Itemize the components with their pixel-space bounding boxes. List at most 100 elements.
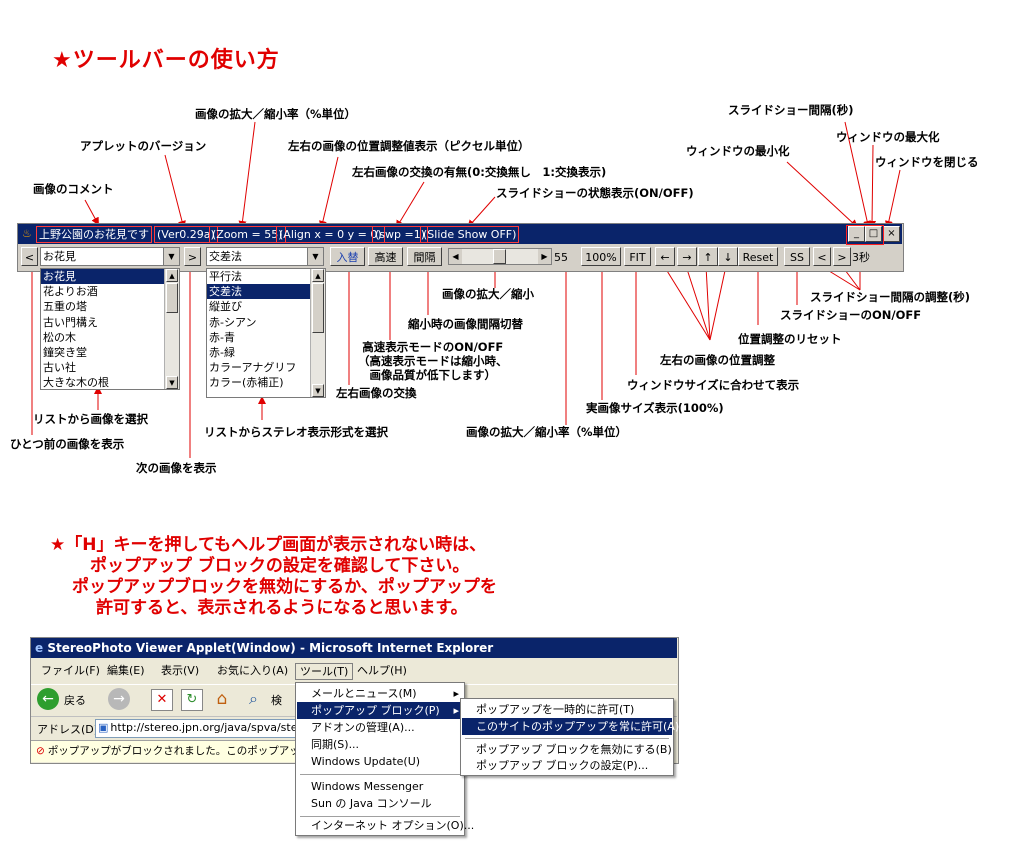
zoom-slider[interactable]: ◀ ▶: [448, 248, 552, 265]
list-item[interactable]: 古い門構え: [43, 315, 98, 329]
java-icon: ♨: [22, 227, 32, 240]
annotation-fit-window: ウィンドウサイズに合わせて表示: [627, 378, 800, 392]
menu-item-java-console[interactable]: Sun の Java コンソール: [311, 797, 432, 810]
submenu-item-disable-block[interactable]: ポップアップ ブロックを無効にする(B): [476, 743, 672, 756]
annotation-version: アプレットのバージョン: [80, 139, 207, 153]
menu-item-sync[interactable]: 同期(S)...: [311, 738, 360, 751]
list-item[interactable]: 縦並び: [209, 300, 242, 314]
list-item[interactable]: 大きな木の根: [43, 376, 109, 390]
ie-title: StereoPhoto Viewer Applet(Window) - Micr…: [47, 641, 494, 655]
scroll-thumb[interactable]: [166, 283, 178, 313]
annotation-comment: 画像のコメント: [33, 182, 114, 196]
annotation-prev-image: ひとつ前の画像を表示: [10, 437, 125, 451]
back-label[interactable]: 戻る: [64, 694, 86, 707]
list-item[interactable]: 平行法: [209, 270, 242, 283]
title-swap: (swp =1): [372, 226, 429, 243]
menu-tools[interactable]: ツール(T): [295, 663, 354, 680]
interval-up-button[interactable]: >: [833, 247, 851, 266]
menu-item-popup-block[interactable]: ポップアップ ブロック(P)▸: [297, 702, 463, 719]
shift-left-button[interactable]: ←: [655, 247, 675, 266]
applet-toolbar: < お花見 ▼ > 交差法 ▼ 入替 高速 間隔 ◀ ▶ 55 100% FIT…: [18, 246, 902, 270]
help-line: 許可すると、表示されるようになると思います。: [96, 598, 468, 618]
window-buttons-highlight: [846, 225, 884, 245]
address-input[interactable]: ▣http://stereo.jpn.org/java/spva/ste: [95, 719, 297, 738]
next-image-button[interactable]: >: [184, 247, 201, 266]
menu-view[interactable]: 表示(V): [161, 664, 200, 677]
image-select[interactable]: お花見 ▼: [40, 247, 180, 266]
close-button[interactable]: ×: [883, 226, 900, 242]
swap-button[interactable]: 入替: [330, 247, 365, 266]
annotation-position-adjust: 左右の画像の位置調整: [660, 353, 775, 367]
stop-icon[interactable]: ✕: [151, 689, 173, 711]
list-item[interactable]: 赤-青: [209, 330, 235, 344]
list-item[interactable]: お花見: [41, 269, 179, 285]
gap-toggle-button[interactable]: 間隔: [407, 247, 442, 266]
annotation-zoom-rate: 画像の拡大／縮小率（%単位）: [195, 107, 357, 121]
image-list[interactable]: お花見 花よりお酒 五重の塔 古い門構え 松の木 鐘突き堂 古い社 大きな木の根…: [40, 268, 180, 390]
shift-up-button[interactable]: ↑: [698, 247, 718, 266]
menu-favorites[interactable]: お気に入り(A): [217, 664, 289, 677]
scroll-up-icon[interactable]: ▲: [312, 269, 324, 282]
menu-edit[interactable]: 編集(E): [107, 664, 145, 677]
slider-left-arrow-icon[interactable]: ◀: [449, 249, 462, 264]
shift-down-button[interactable]: ↓: [718, 247, 738, 266]
list-item[interactable]: 古い社: [43, 361, 76, 375]
fast-mode-button[interactable]: 高速: [368, 247, 403, 266]
list-item[interactable]: 鐘突き堂: [43, 345, 87, 359]
interval-down-button[interactable]: <: [813, 247, 831, 266]
interval-value: 3秒: [852, 251, 870, 264]
list-item[interactable]: 花よりお酒: [43, 285, 98, 299]
actual-size-button[interactable]: 100%: [581, 247, 621, 266]
list-item[interactable]: 交差法: [207, 284, 325, 300]
minimize-button[interactable]: _: [848, 226, 865, 242]
menu-file[interactable]: ファイル(F): [41, 664, 100, 677]
submenu-item-allow-temporarily[interactable]: ポップアップを一時的に許可(T): [476, 703, 635, 716]
fit-button[interactable]: FIT: [624, 247, 651, 266]
list-item[interactable]: カラーアナグリフ: [209, 361, 297, 375]
back-icon[interactable]: ←: [37, 688, 59, 710]
annotation-next-image: 次の画像を表示: [136, 461, 217, 475]
search-icon[interactable]: ⌕: [249, 689, 258, 708]
menu-help[interactable]: ヘルプ(H): [357, 664, 407, 677]
zoom-slider-thumb[interactable]: [493, 249, 506, 264]
annotation-actual-size: 実画像サイズ表示(100%): [586, 401, 724, 415]
slider-right-arrow-icon[interactable]: ▶: [538, 249, 551, 264]
list-scrollbar[interactable]: ▲ ▼: [164, 269, 179, 389]
list-item[interactable]: 五重の塔: [43, 300, 87, 314]
prev-image-button[interactable]: <: [21, 247, 38, 266]
menu-item-addons[interactable]: アドオンの管理(A)...: [311, 721, 415, 734]
slideshow-button[interactable]: SS: [784, 247, 810, 266]
scroll-up-icon[interactable]: ▲: [166, 269, 178, 282]
submenu-item-block-settings[interactable]: ポップアップ ブロックの設定(P)...: [476, 759, 649, 772]
scroll-thumb[interactable]: [312, 283, 324, 333]
annotation-zoom-slider: 画像の拡大／縮小: [442, 287, 534, 301]
menu-item-messenger[interactable]: Windows Messenger: [311, 780, 424, 793]
list-item[interactable]: 松の木: [43, 330, 76, 344]
annotation-ss-onoff: スライドショーのON/OFF: [780, 308, 922, 322]
list-scrollbar[interactable]: ▲ ▼: [310, 269, 325, 397]
scroll-down-icon[interactable]: ▼: [166, 376, 178, 389]
list-item[interactable]: カラー(赤補正): [209, 376, 284, 390]
ie-infobar[interactable]: ⊘ポップアップがブロックされました。このポップアップまた(: [31, 740, 295, 762]
scroll-down-icon[interactable]: ▼: [312, 384, 324, 397]
title-comment: 上野公園のお花見です: [36, 226, 152, 243]
menu-item-internet-options[interactable]: インターネット オプション(O)...: [311, 819, 475, 832]
refresh-icon[interactable]: ↻: [181, 689, 203, 711]
search-label[interactable]: 検: [271, 694, 282, 707]
list-item[interactable]: 赤-緑: [209, 345, 235, 359]
stereo-format-select[interactable]: 交差法 ▼: [206, 247, 324, 266]
annotation-ss-interval: スライドショー間隔(秒): [728, 103, 854, 117]
tools-menu: メールとニュース(M)▸ ポップアップ ブロック(P)▸ アドオンの管理(A).…: [295, 682, 475, 836]
annotation-stereo-select: リストからステレオ表示形式を選択: [204, 425, 388, 439]
menu-item-mail-news[interactable]: メールとニュース(M)▸: [311, 687, 459, 700]
reset-button[interactable]: Reset: [738, 247, 778, 266]
home-icon[interactable]: ⌂: [216, 689, 228, 709]
forward-icon[interactable]: →: [108, 688, 130, 710]
shift-right-button[interactable]: →: [677, 247, 697, 266]
submenu-item-always-allow[interactable]: このサイトのポップアップを常に許可(A): [462, 718, 679, 735]
page-heading: ★ツールバーの使い方: [52, 48, 280, 73]
maximize-button[interactable]: □: [865, 226, 882, 242]
menu-item-windows-update[interactable]: Windows Update(U): [311, 755, 421, 768]
stereo-format-list[interactable]: 平行法 交差法 縦並び 赤-シアン 赤-青 赤-緑 カラーアナグリフ カラー(赤…: [206, 268, 326, 398]
list-item[interactable]: 赤-シアン: [209, 315, 257, 329]
